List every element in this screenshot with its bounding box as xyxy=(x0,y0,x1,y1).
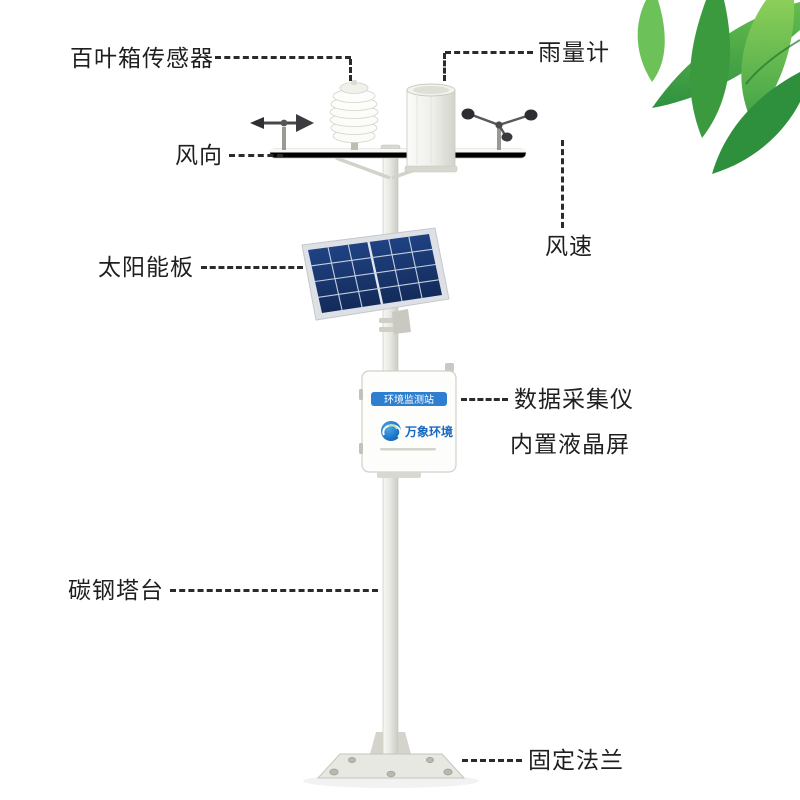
label-rain-gauge: 雨量计 xyxy=(538,40,610,66)
label-wind-speed: 风速 xyxy=(545,234,593,260)
leader-flange xyxy=(462,759,522,762)
box-title-text: 环境监测站 xyxy=(384,393,434,406)
label-louver-sensor: 百叶箱传感器 xyxy=(70,46,214,72)
label-solar-panel: 太阳能板 xyxy=(98,255,194,281)
base-flange-graphic xyxy=(303,732,479,788)
leader-data-logger xyxy=(461,398,508,401)
label-lcd: 内置液晶屏 xyxy=(510,432,630,458)
leader-tower xyxy=(170,589,378,592)
wind-vane xyxy=(250,114,314,150)
box-slogan-line xyxy=(380,448,436,451)
leader-louver-sensor-h xyxy=(215,56,351,59)
leader-wind-direction xyxy=(229,154,283,157)
label-flange: 固定法兰 xyxy=(528,748,624,774)
leaf-decoration xyxy=(637,0,800,174)
leader-solar-panel xyxy=(201,266,303,269)
leader-wind-speed xyxy=(561,140,564,228)
label-tower: 碳钢塔台 xyxy=(68,578,164,604)
label-wind-direction: 风向 xyxy=(175,143,223,169)
leader-louver-sensor-v xyxy=(349,59,352,81)
anemometer-graphic xyxy=(461,108,538,150)
rain-gauge-graphic xyxy=(404,83,458,173)
data-logger-graphic: 环境监测站 万象环境 xyxy=(359,363,457,478)
leader-rain-gauge-h xyxy=(445,51,533,54)
solar-panel-graphic xyxy=(301,227,450,334)
box-brand-text: 万象环境 xyxy=(404,424,453,439)
leader-rain-gauge-v xyxy=(443,53,446,81)
louver-shield xyxy=(329,80,379,150)
label-data-logger: 数据采集仪 xyxy=(514,387,634,413)
